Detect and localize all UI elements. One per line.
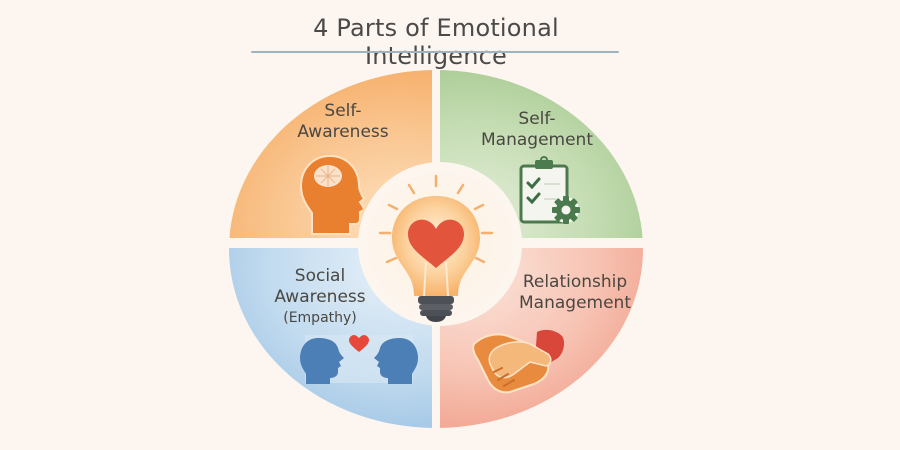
clipboard-gear-icon [519, 156, 580, 224]
label-line: Management [481, 130, 593, 150]
label-line: Self- [518, 109, 556, 129]
label-line: Relationship [522, 272, 628, 292]
title-underline [251, 51, 619, 53]
label-line: Awareness [297, 122, 389, 142]
label-line: Management [519, 293, 631, 313]
label-line: Self- [324, 101, 362, 121]
two-faces-heart-icon [300, 335, 418, 384]
label-relationship-management: Relationship Management [500, 272, 650, 314]
handshake-icon [472, 329, 565, 394]
lightbulb-heart-icon [392, 196, 480, 322]
page-title: 4 Parts of Emotional Intelligence [313, 14, 559, 70]
label-line: Awareness [274, 287, 366, 307]
light-rays [378, 174, 494, 264]
head-brain-icon [299, 154, 366, 235]
label-self-awareness: Self- Awareness [278, 101, 408, 143]
label-line: Social [294, 266, 346, 286]
label-self-management: Self- Management [462, 109, 612, 151]
label-social-awareness: Social Awareness (Empathy) [260, 266, 380, 329]
label-line: (Empathy) [283, 310, 357, 326]
